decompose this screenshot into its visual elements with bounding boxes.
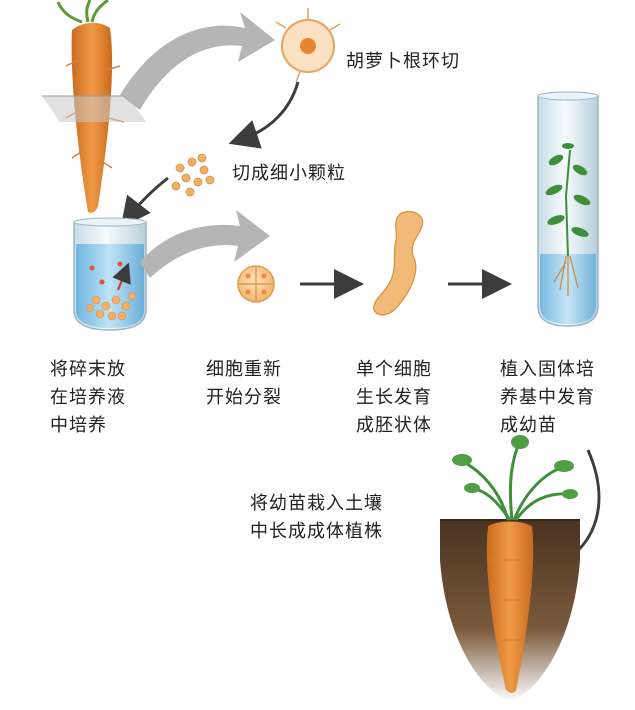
liquid-culture-tube bbox=[73, 217, 147, 331]
culture-label-line-2: 在培养液 bbox=[50, 387, 126, 408]
embryo-label-line-1: 单个细胞 bbox=[356, 359, 432, 380]
embryo-label: 单个细胞 生长发育 成胚状体 bbox=[356, 356, 432, 440]
division-label: 细胞重新 开始分裂 bbox=[206, 356, 282, 412]
slice-label: 胡萝卜根环切 bbox=[346, 51, 460, 72]
embryoid-icon bbox=[373, 211, 424, 316]
solid-medium-tube bbox=[537, 91, 599, 327]
embryo-label-line-2: 生长发育 bbox=[356, 387, 432, 408]
solid-medium-label: 植入固体培 养基中发育 成幼苗 bbox=[500, 356, 595, 440]
arrow-tube-to-cell bbox=[140, 210, 270, 278]
soil-label-line-2: 中长成成体植株 bbox=[250, 521, 383, 542]
division-label-line-2: 开始分裂 bbox=[206, 387, 282, 408]
particles-icon bbox=[171, 153, 215, 197]
embryo-label-line-3: 成胚状体 bbox=[356, 415, 432, 436]
arrow-slice-to-particles bbox=[228, 81, 300, 149]
soil-label: 将幼苗栽入土壤 中长成成体植株 bbox=[250, 490, 383, 546]
arrow-carrot-to-slice bbox=[120, 12, 275, 110]
cutting-plane bbox=[42, 95, 146, 122]
arrow-particles-to-tube bbox=[120, 176, 169, 228]
culture-label-line-1: 将碎末放 bbox=[50, 359, 126, 380]
culture-label-line-3: 中培养 bbox=[50, 415, 107, 436]
particles-label: 切成细小颗粒 bbox=[232, 163, 346, 184]
solid-medium-label-line-1: 植入固体培 bbox=[500, 359, 595, 380]
soil-with-carrot bbox=[440, 435, 580, 702]
soil-label-line-1: 将幼苗栽入土壤 bbox=[250, 493, 383, 514]
dividing-cell-icon bbox=[237, 265, 275, 303]
culture-label: 将碎末放 在培养液 中培养 bbox=[50, 356, 126, 440]
carrot-slice-icon bbox=[275, 8, 341, 83]
solid-medium-label-line-3: 成幼苗 bbox=[500, 415, 557, 436]
division-label-line-1: 细胞重新 bbox=[206, 359, 282, 380]
solid-medium-label-line-2: 养基中发育 bbox=[500, 387, 595, 408]
